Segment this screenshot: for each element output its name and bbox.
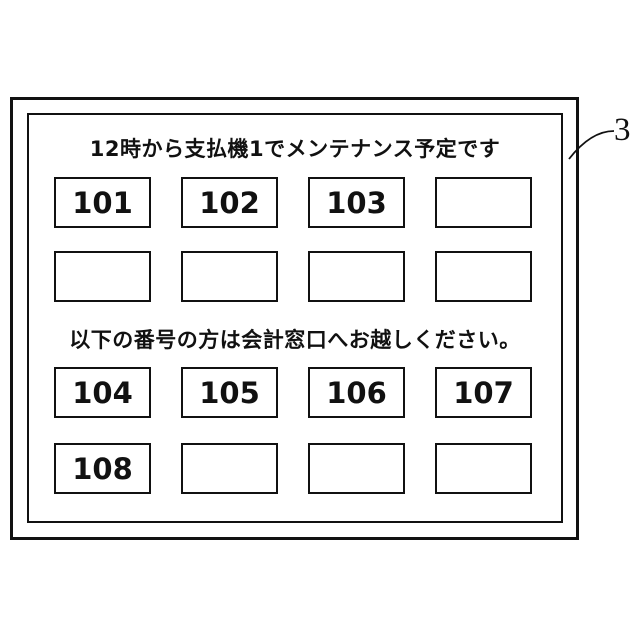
ticket-number-cell xyxy=(435,251,532,302)
ticket-number-cell xyxy=(181,443,278,494)
ticket-number-cell: 105 xyxy=(181,367,278,418)
ticket-number-cell xyxy=(308,443,405,494)
ticket-number-cell xyxy=(181,251,278,302)
waiting-number-row-1: 101 102 103 xyxy=(54,177,532,228)
ticket-number-cell: 104 xyxy=(54,367,151,418)
ticket-number-cell: 103 xyxy=(308,177,405,228)
maintenance-notice-text: 12時から支払機1でメンテナンス予定です xyxy=(89,137,501,161)
ticket-number-cell xyxy=(54,251,151,302)
ticket-number-cell: 106 xyxy=(308,367,405,418)
reference-numeral-3: 3 xyxy=(614,112,631,148)
called-number-row-2: 108 xyxy=(54,443,532,494)
ticket-number-cell: 107 xyxy=(435,367,532,418)
ticket-number-cell xyxy=(435,177,532,228)
ticket-number-cell: 101 xyxy=(54,177,151,228)
ticket-number-cell xyxy=(308,251,405,302)
ticket-number-cell xyxy=(435,443,532,494)
called-number-row-1: 104 105 106 107 xyxy=(54,367,532,418)
ticket-number-cell: 102 xyxy=(181,177,278,228)
ticket-number-cell: 108 xyxy=(54,443,151,494)
counter-notice-text: 以下の番号の方は会計窓口へお越しください。 xyxy=(69,328,521,352)
waiting-number-row-2 xyxy=(54,251,532,302)
